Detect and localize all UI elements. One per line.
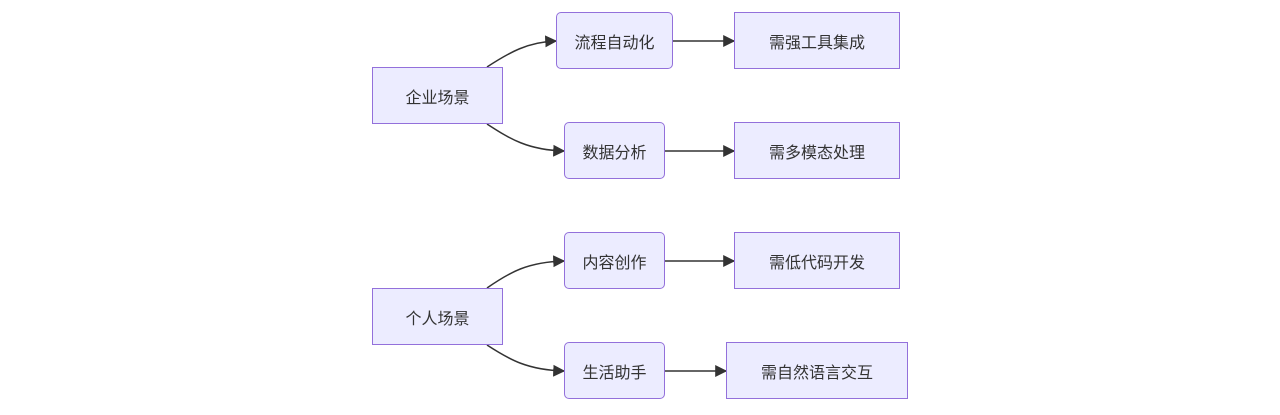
edge-personal-to-life-assistant (486, 344, 566, 377)
node-personal: 个人场景 (372, 288, 503, 345)
node-need-nlp: 需自然语言交互 (726, 342, 908, 399)
edge-personal-to-content-creation (486, 255, 566, 289)
node-need-tools: 需强工具集成 (734, 12, 900, 69)
edge-enterprise-to-data-analysis (486, 123, 566, 157)
node-need-multimodal: 需多模态处理 (734, 122, 900, 179)
node-content-creation: 内容创作 (564, 232, 665, 289)
node-need-lowcode: 需低代码开发 (734, 232, 900, 289)
node-process-automation: 流程自动化 (556, 12, 673, 69)
node-life-assistant: 生活助手 (564, 342, 665, 399)
node-data-analysis: 数据分析 (564, 122, 665, 179)
node-enterprise: 企业场景 (372, 67, 503, 124)
edge-enterprise-to-process-automation (486, 35, 558, 68)
